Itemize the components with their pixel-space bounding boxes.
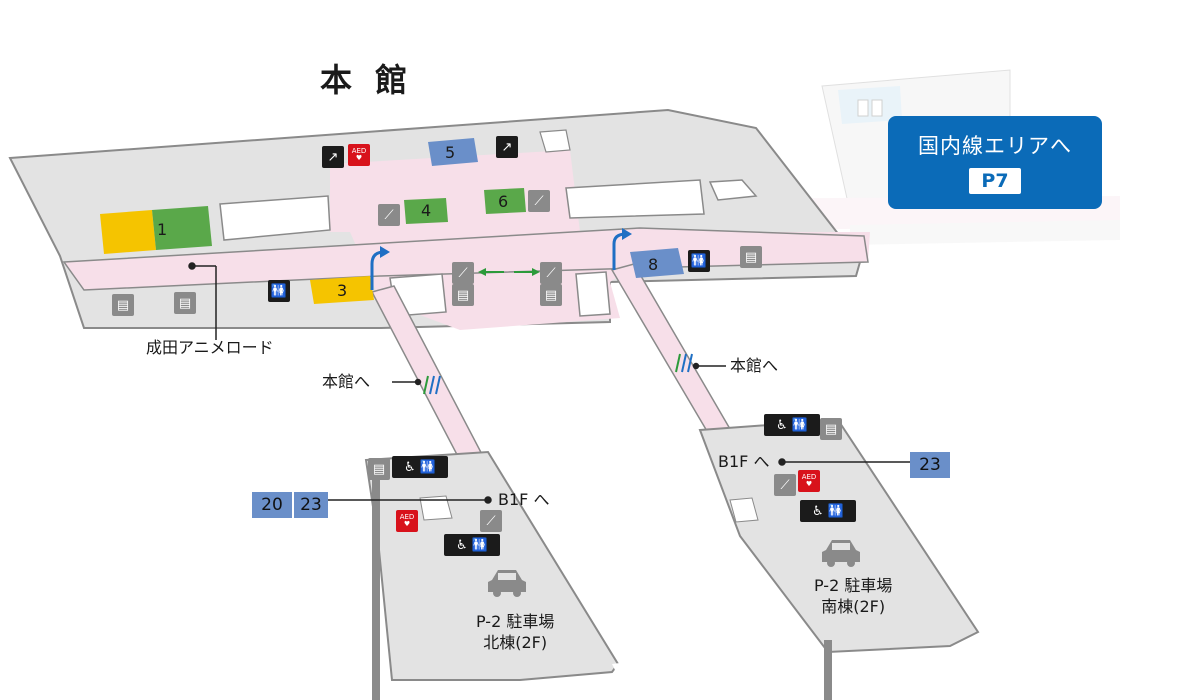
area-number-8: 8 bbox=[648, 255, 659, 274]
accessible-restroom-icon: ♿ 🚻 bbox=[764, 414, 820, 436]
bay-23-south: 23 bbox=[910, 452, 950, 478]
escalator-icon: ⟋ bbox=[480, 510, 502, 532]
area-number-5: 5 bbox=[445, 143, 456, 162]
elevator-icon: ▤ bbox=[820, 418, 842, 440]
b1f-right-label: B1F へ bbox=[718, 452, 770, 471]
pillar-right bbox=[824, 640, 832, 700]
escalator-icon: ⟋ bbox=[378, 204, 400, 226]
restroom-icon: 🚻 bbox=[268, 280, 290, 302]
domestic-area-label: 国内線エリアへ bbox=[918, 134, 1072, 158]
to-main-left-label: 本館へ bbox=[322, 372, 371, 391]
stairs-icon: ↗ bbox=[322, 146, 344, 168]
escalator-icon: ⟋ bbox=[528, 190, 550, 212]
shop-8 bbox=[630, 248, 684, 278]
escalator-icon: ⟋ bbox=[540, 262, 562, 284]
elevator-icon: ▤ bbox=[174, 292, 196, 314]
area-number-6: 6 bbox=[498, 192, 509, 211]
parking-south-label: P-2 駐車場 南棟(2F) bbox=[814, 576, 893, 616]
accessible-restroom-icon: ♿ 🚻 bbox=[800, 500, 856, 522]
aed-icon: AED♥ bbox=[396, 510, 418, 532]
shop-5 bbox=[428, 138, 478, 166]
shop-1-yellow bbox=[100, 210, 156, 254]
domestic-area-link[interactable]: 国内線エリアへ P7 bbox=[888, 116, 1102, 209]
anime-road-label: 成田アニメロード bbox=[146, 338, 274, 357]
accessible-restroom-icon: ♿ 🚻 bbox=[444, 534, 500, 556]
stairs-icon: ↗ bbox=[496, 136, 518, 158]
elevator-icon: ▤ bbox=[112, 294, 134, 316]
building-title: 本 館 bbox=[320, 61, 414, 99]
elevator-icon: ▤ bbox=[368, 458, 390, 480]
area-number-3: 3 bbox=[337, 281, 348, 300]
escalator-icon: ⟋ bbox=[774, 474, 796, 496]
walk-arrows-left bbox=[423, 375, 441, 395]
pillar-left bbox=[372, 470, 380, 700]
bay-20: 20 bbox=[252, 492, 292, 518]
leader-lines bbox=[188, 262, 912, 504]
aed-icon: AED♥ bbox=[798, 470, 820, 492]
car-icon bbox=[822, 540, 860, 567]
walk-arrows-right bbox=[675, 353, 693, 373]
domestic-area-page: P7 bbox=[969, 168, 1021, 194]
to-main-right-label: 本館へ bbox=[730, 356, 779, 375]
elevator-icon: ▤ bbox=[452, 284, 474, 306]
shop-1-green bbox=[152, 206, 212, 250]
shop-3 bbox=[310, 276, 374, 304]
parking-north-label: P-2 駐車場 北棟(2F) bbox=[476, 612, 555, 652]
elevator-icon: ▤ bbox=[740, 246, 762, 268]
car-icon bbox=[488, 570, 526, 597]
area-number-1: 1 bbox=[157, 220, 168, 239]
shop-4 bbox=[404, 198, 448, 224]
connector-arrows bbox=[478, 268, 540, 276]
escalator-icon: ⟋ bbox=[452, 262, 474, 284]
b1f-left-label: B1F へ bbox=[498, 490, 550, 509]
area-number-4: 4 bbox=[421, 201, 432, 220]
shop-6 bbox=[484, 188, 526, 214]
accessible-restroom-icon: ♿ 🚻 bbox=[392, 456, 448, 478]
elevator-icon: ▤ bbox=[540, 284, 562, 306]
restroom-icon: 🚻 bbox=[688, 250, 710, 272]
aed-icon: AED♥ bbox=[348, 144, 370, 166]
bay-23-north: 23 bbox=[294, 492, 328, 518]
